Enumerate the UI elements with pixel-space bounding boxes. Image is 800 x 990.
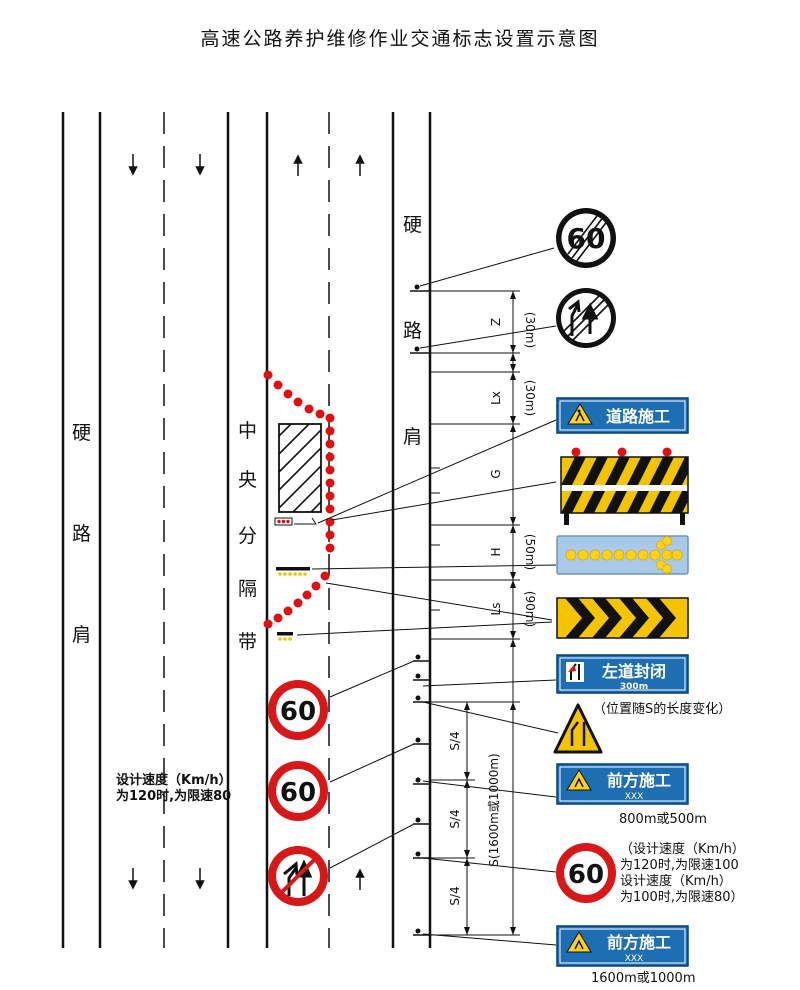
traffic-cones	[263, 370, 335, 629]
leader-lines	[296, 247, 559, 946]
median-char: 央	[238, 469, 258, 491]
arrow-down-icon	[128, 868, 138, 890]
median-char: 中	[238, 420, 258, 442]
dim-label-g: G	[489, 469, 503, 478]
work-ahead-distance: XXX	[625, 792, 644, 802]
right-speed-note-line: 设计速度（Km/h）	[620, 874, 732, 889]
dim-label-h-length: (50m)	[523, 534, 537, 570]
dim-label-s4: S/4	[448, 809, 462, 828]
dim-label-z: Z	[489, 318, 503, 326]
left-shoulder-char: 肩	[72, 624, 92, 646]
right-shoulder-char: 路	[403, 320, 423, 342]
left-lane-closed-distance: 300m	[620, 682, 648, 692]
chevron-board-sign	[556, 597, 689, 639]
end-no-overtaking-sign	[556, 288, 616, 348]
left-speed-note: 设计速度（Km/h） 为120时,为限速80	[116, 773, 232, 805]
median-char: 带	[238, 631, 258, 653]
diagram-title: 高速公路养护维修作业交通标志设置示意图	[200, 28, 600, 50]
lane-dividers	[163, 112, 330, 948]
right-speed-note: （设计速度（Km/h） 为120时,为限速100 设计速度（Km/h） 为100…	[620, 842, 745, 906]
dim-label-s4: S/4	[448, 886, 462, 905]
arrow-down-icon	[195, 868, 205, 890]
speed-limit-left-2-value: 60	[280, 778, 316, 808]
dim-label-ls-length: (90m)	[523, 591, 537, 627]
left-speed-note-line: 为120时,为限速80	[116, 789, 232, 804]
right-shoulder-char: 硬	[403, 214, 423, 236]
speed-limit-sign-left-2: 60	[268, 761, 328, 821]
work-zone-hatched-area	[278, 423, 322, 513]
arrow-down-icon	[195, 154, 205, 176]
dim-label-h: H	[489, 547, 503, 556]
work-ahead-far-label: 前方施工	[607, 933, 671, 952]
right-speed-note-line: 为120时,为限速100	[620, 858, 739, 873]
dim-label-lx-length: (30m)	[523, 380, 537, 416]
end-speed-limit-sign: 60	[556, 208, 616, 268]
barrier-device-marker	[274, 517, 317, 526]
road-work-label: 道路施工	[606, 407, 670, 426]
right-speed-note-line: （设计速度（Km/h）	[620, 842, 745, 857]
left-lane-closed-sign: 左道封闭 300m	[556, 654, 689, 694]
work-ahead-sign-far: 前方施工 XXX	[556, 925, 689, 967]
chevron-marker	[277, 632, 293, 641]
speed-limit-sign-left-1: 60	[268, 680, 328, 740]
work-ahead-far-distance: XXX	[625, 954, 644, 964]
median-char: 隔	[238, 578, 258, 600]
lane-narrows-warning-sign	[553, 703, 603, 754]
left-speed-note-line: 设计速度（Km/h）	[116, 773, 232, 788]
dim-label-ls: Ls	[489, 603, 503, 616]
right-shoulder-char: 肩	[403, 426, 423, 448]
dim-label-lx: Lx	[489, 391, 503, 405]
work-ahead-label: 前方施工	[607, 771, 671, 790]
arrow-board-sign	[556, 535, 689, 575]
arrow-up-icon	[355, 868, 365, 890]
speed-limit-value-right: 60	[568, 860, 604, 890]
road-edge-lines	[61, 112, 432, 948]
dimension-labels: Z (30m) Lx (30m) G H (50m) Ls (90m) S(16…	[448, 312, 537, 906]
speed-limit-left-1-value: 60	[280, 697, 316, 727]
left-shoulder-char: 硬	[72, 422, 92, 444]
work-ahead-distance-note: 800m或500m	[619, 812, 707, 827]
left-lane-closed-label: 左道封闭	[601, 662, 666, 681]
dim-label-s-total: S(1600m或1000m)	[487, 753, 501, 866]
right-speed-note-line: 为100时,为限速80）	[620, 890, 744, 905]
arrow-down-icon	[128, 154, 138, 176]
road-work-sign: 道路施工	[556, 397, 689, 434]
speed-limit-sign-right: 60	[556, 843, 616, 903]
dim-label-s4: S/4	[448, 731, 462, 750]
no-overtaking-sign	[268, 846, 328, 906]
road-barricade	[560, 447, 689, 525]
left-shoulder-char: 路	[72, 523, 92, 545]
arrow-up-icon	[293, 154, 303, 176]
position-note: （位置随S的长度变化）	[593, 702, 732, 717]
arrow-board-marker	[276, 567, 310, 576]
median-char: 分	[238, 525, 258, 547]
work-ahead-sign: 前方施工 XXX	[556, 763, 689, 805]
sign-posts	[410, 284, 430, 936]
work-ahead-far-distance-note: 1600m或1000m	[591, 971, 696, 986]
arrow-up-icon	[355, 154, 365, 176]
